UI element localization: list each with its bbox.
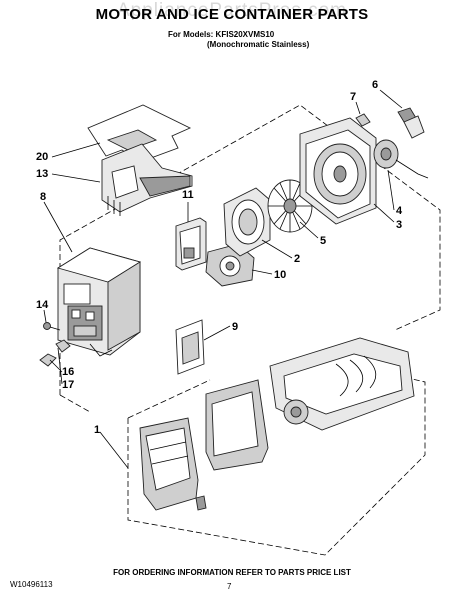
color-line: (Monochromatic Stainless) <box>207 40 310 49</box>
callout-9: 9 <box>232 321 238 333</box>
callout-5: 5 <box>320 235 326 247</box>
callout-6: 6 <box>372 79 378 91</box>
callout-10: 10 <box>274 269 286 281</box>
callout-17: 17 <box>62 379 74 391</box>
callout-14: 14 <box>36 299 49 311</box>
page-title: MOTOR AND ICE CONTAINER PARTS <box>95 6 369 23</box>
part-7-clip <box>355 113 371 127</box>
part-14-screw <box>43 322 61 331</box>
callout-7: 7 <box>350 91 356 103</box>
part-2-fan-shroud <box>223 187 271 257</box>
part-13-duct <box>101 143 193 216</box>
part-6-switch <box>397 107 425 139</box>
part-3-housing <box>299 117 377 225</box>
part-17-bracket <box>55 339 71 353</box>
part-8-housing <box>56 247 142 357</box>
callout-4: 4 <box>396 205 403 217</box>
ordering-note: FOR ORDERING INFORMATION REFER TO PARTS … <box>113 568 351 577</box>
part-4-motor <box>373 139 429 179</box>
part-1-ice-container <box>139 337 415 511</box>
callout-16: 16 <box>62 366 74 378</box>
doc-number: W10496113 <box>10 580 53 589</box>
callout-3: 3 <box>396 219 402 231</box>
part-20-pad <box>87 104 192 163</box>
part-9-cover-plate <box>175 319 205 375</box>
callout-8: 8 <box>40 191 46 203</box>
callout-2: 2 <box>294 253 300 265</box>
callout-1: 1 <box>94 424 100 436</box>
leader-lines <box>43 89 403 469</box>
callout-13: 13 <box>36 168 48 180</box>
page-number: 7 <box>227 582 232 591</box>
callout-20: 20 <box>36 151 48 163</box>
model-line: For Models: KFIS20XVMS10 <box>168 30 275 39</box>
callout-11: 11 <box>182 189 194 201</box>
part-5-fan-blade <box>267 179 313 233</box>
part-16-clip <box>39 353 57 367</box>
part-11-switch-housing <box>175 217 207 271</box>
watermark: AppliancePartsPros.com <box>116 0 348 21</box>
